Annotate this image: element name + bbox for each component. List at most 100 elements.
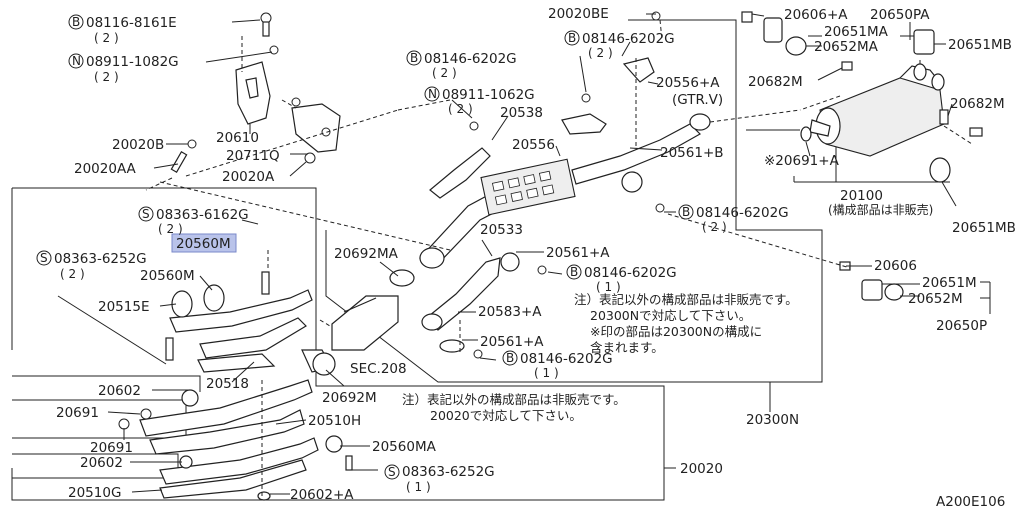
symbol-n: N: [72, 54, 81, 68]
label-20515e: 20515E: [98, 299, 149, 315]
symbol-s: S: [388, 465, 396, 479]
label-08146-6202g: 08146-6202G: [696, 205, 789, 221]
label-08911-1082g: 08911-1082G: [86, 54, 179, 70]
label-20556: 20556: [512, 137, 555, 153]
highlight-20560m: [171, 233, 237, 253]
symbol-b: B: [506, 351, 514, 365]
symbol-s: S: [40, 251, 48, 265]
muffler-20100: [800, 61, 983, 157]
label-08363-6252g: 08363-6252G: [402, 464, 495, 480]
label-20606-plus-a: 20606+A: [784, 7, 848, 23]
label-20583-plus-a: 20583+A: [478, 304, 542, 320]
label-sec-208: SEC.208: [350, 361, 407, 377]
label-20510h: 20510H: [308, 413, 361, 429]
label-20556-plus-a: 20556+A: [656, 75, 720, 91]
label-20602: 20602: [98, 383, 141, 399]
label-20610: 20610: [216, 130, 259, 146]
label-08146-6202g: 08146-6202G: [520, 351, 613, 367]
symbol-b: B: [570, 265, 578, 279]
label-08146-6202g: 08146-6202G: [582, 31, 675, 47]
label-08146-6202g: 08146-6202G: [584, 265, 677, 281]
label-20651ma: 20651MA: [824, 24, 889, 40]
label-20560m: 20560M: [140, 268, 195, 284]
label-20606: 20606: [874, 258, 917, 274]
bracket-20711q: [170, 97, 341, 173]
label-08116-8161e: 08116-8161E: [86, 15, 177, 31]
label-qty: ( 2 ): [448, 102, 473, 116]
label-20602: 20602: [80, 455, 123, 471]
symbol-b: B: [72, 15, 80, 29]
note-20300n-line1: 注）表記以外の構成部品は非販売です。: [574, 292, 798, 307]
label-20691-plus-a: ※20691+A: [764, 153, 840, 169]
label-20510g: 20510G: [68, 485, 121, 501]
label-20020: 20020: [680, 461, 723, 477]
label-20682m: 20682M: [950, 96, 1005, 112]
label-qty: ( 2 ): [432, 66, 457, 80]
label-qty: ( 2 ): [702, 220, 727, 234]
label-20651m: 20651M: [922, 275, 977, 291]
label-qty: ( 2 ): [588, 46, 613, 60]
label-qty: ( 1 ): [406, 480, 431, 494]
note-20300n-line3: ※印の部品は20300Nの構成に: [590, 324, 762, 339]
label-20651mb: 20651MB: [952, 220, 1016, 236]
label-20560m-highlighted: 20560M: [176, 236, 231, 252]
symbol-b: B: [682, 205, 690, 219]
label-08363-6162g: 08363-6162G: [156, 207, 249, 223]
label-20560ma: 20560MA: [372, 439, 437, 455]
box-20020: [11, 187, 665, 501]
label-qty: ( 2 ): [94, 31, 119, 45]
label-20020aa: 20020AA: [74, 161, 137, 177]
label-20651mb: 20651MB: [948, 37, 1012, 53]
box-20020-inner: [12, 375, 201, 392]
label-20652ma: 20652MA: [814, 39, 879, 55]
symbol-b: B: [410, 51, 418, 65]
label-20020be: 20020BE: [548, 6, 609, 22]
symbol-s: S: [142, 207, 150, 221]
label-20020b: 20020B: [112, 137, 164, 153]
center-pipe-assembly: [389, 11, 711, 359]
front-pipe-assembly: [165, 271, 313, 373]
label-20711q: 20711Q: [226, 148, 280, 164]
label-20533: 20533: [480, 222, 523, 238]
part-labels: 08116-8161E ( 2 ) 08911-1082G ( 2 ) 2061…: [54, 6, 1016, 510]
notes: 注）表記以外の構成部品は非販売です。 20300Nで対応して下さい。 ※印の部品…: [402, 292, 798, 423]
note-20020-line2: 20020で対応して下さい。: [430, 408, 582, 423]
label-20561-plus-a: 20561+A: [480, 334, 544, 350]
dashed-lines: [145, 19, 973, 500]
label-20682m: 20682M: [748, 74, 803, 90]
diagram-id: A200E106: [936, 494, 1005, 510]
label-qty: ( 2 ): [60, 267, 85, 281]
symbol-markers: B N S S S B N B B B B: [36, 14, 694, 480]
label-20561-plus-a: 20561+A: [546, 245, 610, 261]
label-gtr-v: (GTR.V): [672, 92, 723, 108]
label-08911-1062g: 08911-1062G: [442, 87, 535, 103]
label-20100: 20100: [840, 188, 883, 204]
label-qty: ( 1 ): [596, 280, 621, 294]
label-20691: 20691: [56, 405, 99, 421]
note-20300n-line2: 20300Nで対応して下さい。: [590, 308, 751, 323]
label-qty: ( 2 ): [94, 70, 119, 84]
pipe-20510: [118, 379, 353, 501]
symbol-b: B: [568, 31, 576, 45]
label-20692ma: 20692MA: [334, 246, 399, 262]
label-20300n: 20300N: [746, 412, 799, 428]
label-20650p: 20650P: [936, 318, 987, 334]
symbol-n: N: [428, 87, 437, 101]
label-20652m: 20652M: [908, 291, 963, 307]
label-20691: 20691: [90, 440, 133, 456]
note-20300n-line4: 含まれます。: [590, 340, 664, 355]
label-20518: 20518: [206, 376, 249, 392]
bracket-20610: [235, 12, 279, 125]
label-20692m: 20692M: [322, 390, 377, 406]
hangers: [741, 11, 951, 301]
label-20100-note: (構成部品は非販売): [828, 202, 933, 217]
label-20650pa: 20650PA: [870, 7, 930, 23]
leader-lines: [57, 13, 991, 495]
label-08363-6252g: 08363-6252G: [54, 251, 147, 267]
label-20602-plus-a: 20602+A: [290, 487, 354, 503]
box-20300n: [325, 19, 823, 383]
label-20538: 20538: [500, 105, 543, 121]
label-qty: ( 1 ): [534, 366, 559, 380]
label-08146-6202g: 08146-6202G: [424, 51, 517, 67]
